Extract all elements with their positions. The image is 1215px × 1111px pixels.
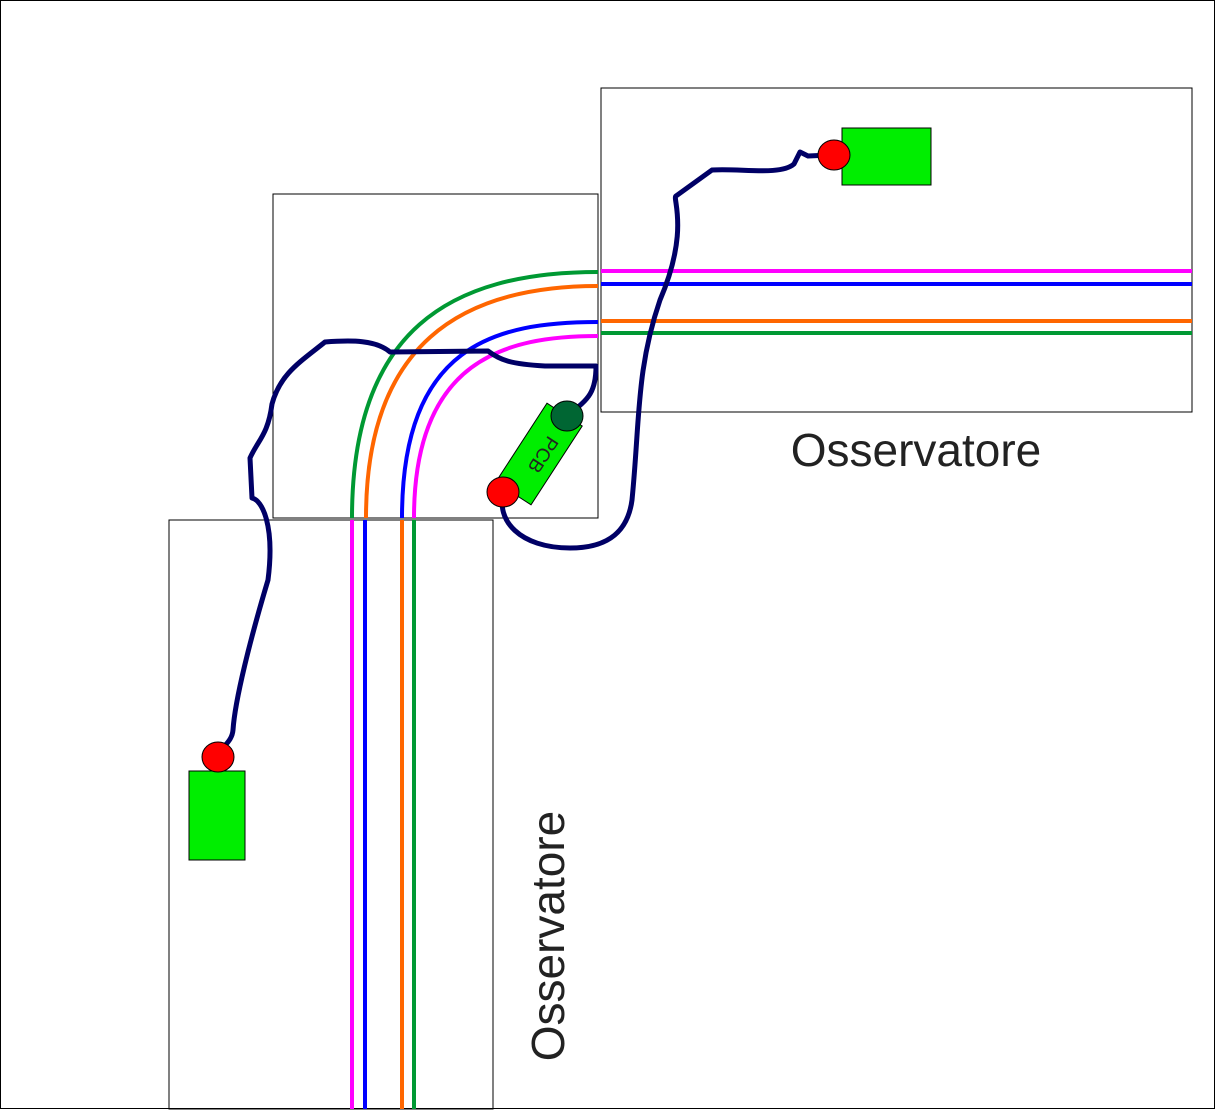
cable-pcb-to-right <box>499 149 833 551</box>
right-connector <box>817 139 851 171</box>
right-panel <box>600 87 1193 413</box>
corner-panel <box>272 193 599 519</box>
pcb-connector-dark <box>550 400 584 432</box>
observer-label-bottom: Osservatore <box>522 811 574 1062</box>
right-tracks <box>601 269 1192 335</box>
bottom-panel <box>168 519 494 1110</box>
track-green-curve <box>350 270 599 519</box>
curve-tracks <box>350 270 599 519</box>
cable-pcb-to-bottom <box>215 338 599 759</box>
track-blue-curve <box>400 320 599 519</box>
cables <box>215 149 833 759</box>
pcb-connector-red <box>486 476 520 508</box>
bottom-tracks <box>350 520 416 1109</box>
track-magenta-curve <box>412 334 599 519</box>
bottom-component <box>188 770 246 861</box>
bottom-connector <box>201 741 235 773</box>
track-orange-curve <box>364 284 599 519</box>
observer-label-right: Osservatore <box>791 424 1042 476</box>
right-component <box>841 127 932 186</box>
